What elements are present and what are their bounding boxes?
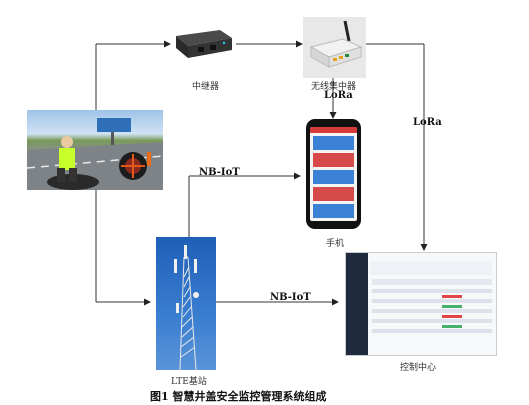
lora-right-label: LoRa xyxy=(413,117,442,128)
phone-image xyxy=(306,119,361,229)
base-station-image xyxy=(156,237,216,371)
repeater-device-image xyxy=(170,26,236,62)
control-center-label: 控制中心 xyxy=(400,363,437,373)
repeater-label: 中继器 xyxy=(192,82,220,92)
figure-caption: 图1 智慧井盖安全监控管理系统组成 xyxy=(150,390,327,403)
manhole-scene-image xyxy=(27,110,163,190)
nbiot-bottom-label: NB-IoT xyxy=(270,292,311,303)
control-center-image xyxy=(345,252,497,356)
nbiot-top-label: NB-IoT xyxy=(199,167,240,178)
base-station-label: LTE基站 xyxy=(171,377,207,387)
phone-label: 手机 xyxy=(326,239,345,249)
concentrator-device-image xyxy=(303,17,366,78)
concentrator-label: 无线集中器 xyxy=(311,82,357,92)
lora-top-label: LoRa xyxy=(324,90,353,101)
